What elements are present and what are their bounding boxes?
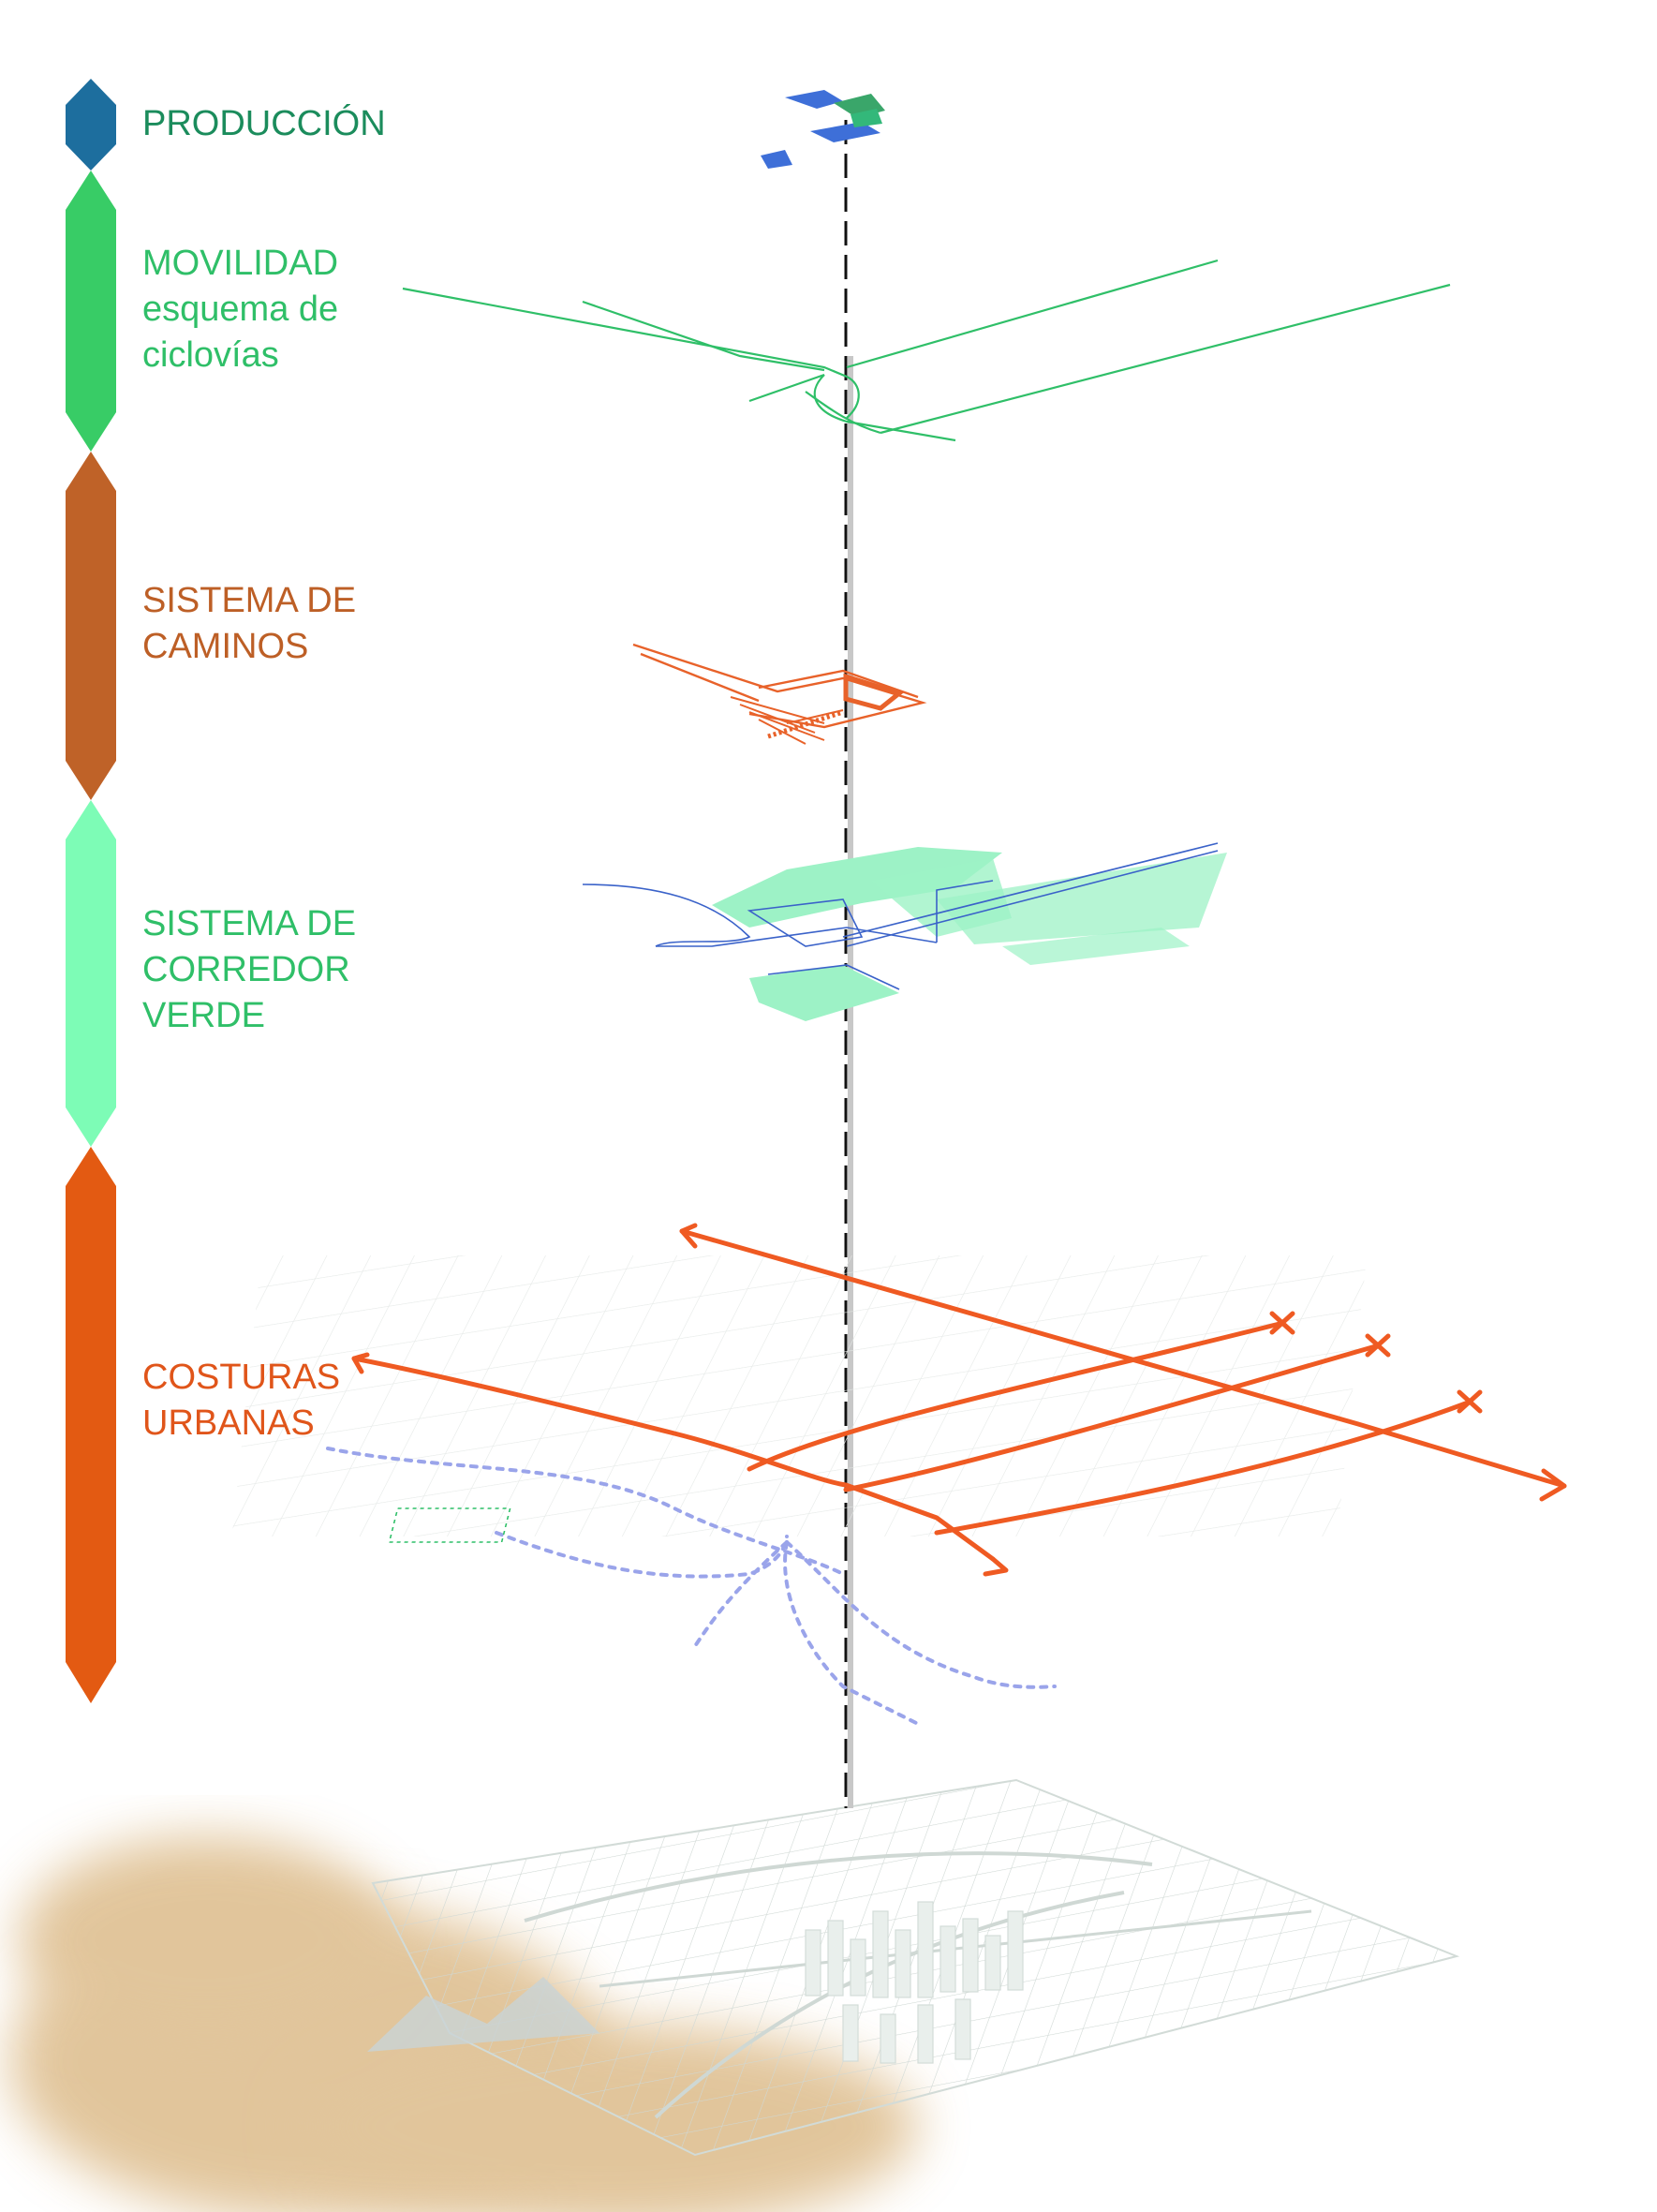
costuras-site-marker [388,1507,511,1543]
label-line: COSTURAS [142,1358,341,1397]
seam-line [934,1399,1473,1536]
cycle-lane [846,259,1219,369]
cycle-lane [748,373,825,403]
seam-arrow [351,1352,370,1374]
green-outline [747,898,864,947]
green-outline [936,880,994,943]
costuras-urbanas [231,1223,1567,1726]
seam-cross [1365,1333,1391,1358]
costuras-base-grid [231,1255,1368,1537]
label-line: CORREDOR [142,950,350,989]
base-map-buildings [805,1901,1024,2064]
label-line: SISTEMA DE [142,581,357,620]
movilidad-cycle-lanes [402,259,1451,442]
seam-arrow [679,1223,698,1249]
seam-arrow [1539,1468,1567,1502]
caminos-road-system [632,643,927,745]
base-map-road [524,1851,1153,1923]
road-ramp [767,709,844,739]
green-outline [656,927,938,947]
green-patch [1002,928,1190,965]
base-city-map [367,1778,1460,2157]
label-caminos: SISTEMA DE CAMINOS [142,578,356,670]
cycle-lane [846,376,860,419]
rivers-dashed [326,1447,845,1576]
seam-cross [1457,1389,1483,1414]
seam-line [843,1343,1382,1492]
road-outline [758,669,919,699]
bar-segment-corredor [66,800,116,1147]
base-map-mountain [367,1977,599,2052]
cycle-lane [402,287,848,379]
green-patch [749,965,899,1021]
green-outline [582,883,751,947]
cycle-lane [805,391,881,435]
corredor-verde-system [582,842,1227,1021]
road-outline [640,652,760,703]
cycle-lane [582,300,825,372]
label-line: SISTEMA DE [142,904,357,943]
produccion-patch [851,109,882,127]
road-block [843,673,905,711]
seam-line [351,1356,996,1562]
green-outline [767,964,900,990]
seam-arrow [983,1556,1009,1577]
road-stairs [730,696,844,745]
produccion-patch [785,90,843,109]
produccion-patch [810,122,880,142]
produccion-patch [761,150,792,169]
label-costuras: COSTURAS URBANAS [142,1355,340,1447]
bar-segment-costuras [66,1147,116,1703]
label-line: URBANAS [142,1403,315,1443]
label-movilidad: MOVILIDAD esquema de ciclovías [142,241,338,379]
produccion-plan [761,90,885,169]
green-outline [842,842,1219,947]
label-line: MOVILIDAD [142,244,339,283]
terrain-blob [19,1836,393,2042]
rivers-dashed [785,1540,1057,1689]
bar-segment-movilidad [66,171,116,452]
seam-cross [1269,1311,1295,1335]
label-line: CAMINOS [142,627,309,666]
green-patch [937,853,1227,944]
layer-color-bar [66,79,116,1703]
label-produccion: PRODUCCIÓN [142,101,386,147]
seam-line [679,1228,1567,1489]
bar-segment-produccion [66,79,116,171]
vertical-axis [844,120,853,1808]
bar-segment-caminos [66,452,116,800]
cycle-lane [880,283,1451,435]
rivers-dashed [691,1540,789,1651]
seam-line [747,1320,1286,1472]
label-corredor: SISTEMA DE CORREDOR VERDE [142,901,356,1039]
label-line: VERDE [142,996,265,1035]
label-line: PRODUCCIÓN [142,104,386,143]
label-line: esquema de [142,289,339,329]
rivers-dashed [495,1531,789,1579]
label-line: ciclovías [142,335,279,375]
rivers-dashed [783,1540,920,1726]
cycle-lane [813,374,956,442]
green-patch [712,847,1002,928]
